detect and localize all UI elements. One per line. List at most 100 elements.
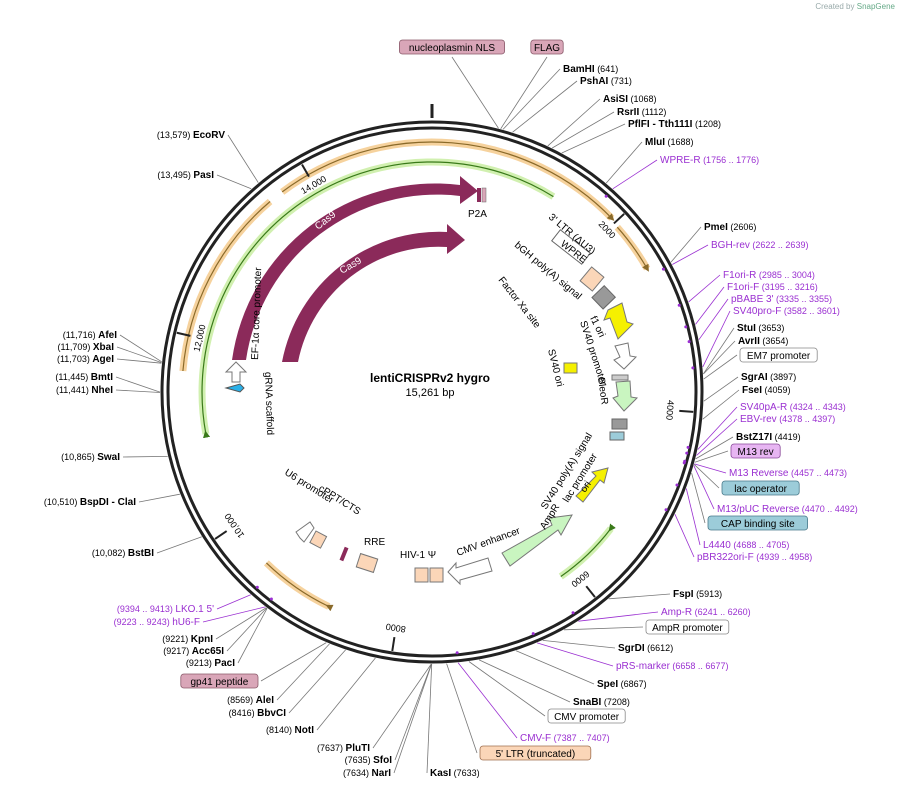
leader-s-25: [215, 607, 267, 640]
primer-mark-1: [661, 267, 665, 271]
site-agei: (11,703) AgeI: [57, 354, 114, 365]
feature-box-ampr-promoter: AmpR promoter: [645, 619, 730, 635]
rre-block: [355, 552, 379, 574]
feature-box-gp41-peptide: gp41 peptide: [180, 673, 259, 689]
svg-text:nucleoplasmin NLS: nucleoplasmin NLS: [409, 43, 495, 54]
leader-s-5: [605, 141, 643, 184]
primer-mark-4: [687, 340, 691, 344]
cas9-outer-arrow: [232, 176, 478, 360]
leader-lines: [115, 56, 740, 774]
feature-box-cap-binding-site: CAP binding site: [707, 515, 808, 531]
leader-s-2: [547, 98, 601, 147]
leader-s-34: [216, 174, 252, 190]
leader-p-2: [688, 274, 721, 303]
p2a-label: P2A: [468, 209, 487, 220]
primer-ebv-rev: EBV-rev (4378 .. 4397): [740, 414, 835, 425]
ltr-block: [579, 266, 605, 292]
sv40-promoter-arrow: [613, 342, 638, 370]
leader-p-6: [697, 406, 738, 450]
site-pluti: (7637) PluTI: [317, 743, 370, 754]
leader-s-14: [515, 650, 595, 685]
tick-mark-4000: [679, 409, 694, 413]
site-kpni: (9221) KpnI: [162, 634, 213, 645]
cppt-block: [339, 546, 349, 562]
leader-s-8: [703, 340, 736, 375]
leader-b-1: [500, 56, 548, 130]
leader-b-3: [694, 450, 729, 463]
right-orange-arc: [616, 226, 649, 272]
site-sgrdi: SgrDI (6612): [618, 643, 673, 654]
site-snabi: SnaBI (7208): [573, 697, 630, 708]
upper-green-arc: [201, 161, 554, 439]
u6-block: [309, 530, 328, 549]
leader-s-24: [226, 607, 267, 652]
primer-f1ori-f: F1ori-F (3195 .. 3216): [727, 282, 818, 293]
highlight-arcs: [179, 138, 651, 612]
site-bstz17i: BstZ17I (4419): [736, 432, 801, 443]
leader-s-32: [116, 346, 162, 363]
leader-s-19: [372, 663, 432, 749]
leader-s-23: [237, 608, 268, 664]
primer-m13-reverse: M13 Reverse (4457 .. 4473): [729, 468, 847, 479]
leader-p-12: [578, 611, 659, 622]
backbone-outer-ring: [160, 120, 704, 664]
grna-label: gRNA scaffold: [262, 372, 275, 436]
leader-s-16: [426, 663, 433, 774]
feature-box-m13-rev: M13 rev: [730, 443, 781, 459]
tick-label-8000: 8000: [385, 622, 406, 635]
primer-mark-9: [682, 461, 686, 465]
primer-sv40pa-r: SV40pA-R (4324 .. 4343): [740, 402, 846, 413]
lower-green-arc: [560, 523, 616, 577]
site-afei: (11,716) AfeI: [63, 330, 117, 341]
leader-s-12: [608, 593, 671, 600]
site-spei: SpeI (6867): [597, 679, 647, 690]
leader-p-11: [674, 514, 695, 558]
leader-p-13: [536, 642, 614, 667]
ori-label: ori: [578, 479, 593, 494]
site-bspdi: (10,510) BspDI - ClaI: [44, 497, 136, 508]
factorxa-label: Factor Xa site: [496, 275, 543, 331]
wpre-block: [551, 229, 591, 265]
upper-orange-arc: [281, 141, 615, 221]
bleor-arrow: [612, 380, 639, 412]
leader-s-9: [703, 376, 739, 402]
site-fsei: FseI (4059): [742, 385, 791, 396]
site-bbvci: (8416) BbvCI: [229, 708, 287, 719]
primer-prs-marker: pRS-marker (6658 .. 6677): [616, 661, 728, 672]
svg-text:gp41 peptide: gp41 peptide: [190, 677, 248, 688]
sv40-ori-label: SV40 ori: [545, 348, 565, 388]
tick-mark-8000: [391, 636, 396, 652]
ef1a-label: EF-1α core promoter: [250, 267, 264, 360]
leader-b-7: [468, 661, 546, 717]
leader-s-7: [703, 327, 735, 375]
site-nari: (7634) NarI: [343, 768, 391, 779]
feature-box-em7-promoter: EM7 promoter: [739, 347, 818, 363]
site-pasi: (13,495) PasI: [157, 170, 214, 181]
leader-p-15: [216, 594, 251, 610]
leader-s-17: [393, 663, 432, 774]
leader-p-0: [612, 159, 658, 190]
leader-s-21: [288, 649, 346, 714]
leader-p-1: [672, 244, 709, 265]
feature-box-5-ltr-truncated-: 5' LTR (truncated): [479, 745, 592, 761]
primer-wpre-r: WPRE-R (1756 .. 1776): [660, 155, 759, 166]
f1-ori-arrow: [603, 302, 634, 340]
feature-box-cmv-promoter: CMV promoter: [547, 708, 626, 724]
site-avrii: AvrII (3654): [738, 336, 788, 347]
tick-mark-14000: [301, 164, 310, 178]
leader-p-8: [694, 463, 727, 474]
left-orange-arc: [182, 201, 271, 372]
plasmid-size: 15,261 bp: [406, 387, 455, 399]
leader-b-8: [446, 663, 478, 754]
site-ecorv: (13,579) EcoRV: [157, 130, 225, 141]
leader-b-0: [451, 56, 499, 129]
leader-s-20: [316, 657, 376, 731]
site-bstbi: (10,082) BstBI: [92, 548, 154, 559]
site-stui: StuI (3653): [737, 323, 784, 334]
primer-mark-13: [531, 632, 535, 636]
primer-mark-5: [691, 366, 695, 370]
primer-mark-12: [571, 611, 575, 615]
leader-s-3: [551, 111, 615, 149]
leader-s-27: [138, 493, 180, 503]
